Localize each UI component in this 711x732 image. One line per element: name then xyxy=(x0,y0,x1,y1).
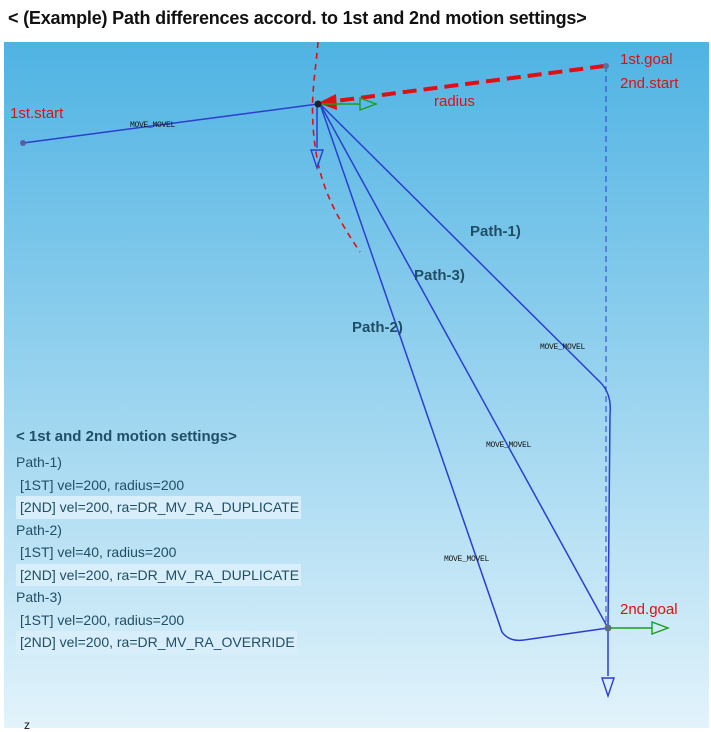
settings-title: < 1st and 2nd motion settings> xyxy=(16,428,237,445)
settings-path1-first: [1ST] vel=200, radius=200 xyxy=(20,476,185,493)
path-3-label: Path-3) xyxy=(414,267,465,284)
diagram-svg xyxy=(4,42,709,728)
move-label-first: MOVE_MOVEL xyxy=(130,121,176,130)
first-motion-line xyxy=(22,103,319,144)
second-start-label: 2nd.start xyxy=(620,75,679,92)
move-label-path1: MOVE_MOVEL xyxy=(540,343,586,352)
path-1-label: Path-1) xyxy=(470,223,521,240)
second-goal-point xyxy=(604,624,612,632)
axis-z-mark: z xyxy=(24,718,30,732)
first-goal-label: 1st.goal xyxy=(620,51,673,68)
move-label-path2: MOVE_MOVEL xyxy=(444,555,490,564)
move-label-path3: MOVE_MOVEL xyxy=(486,441,532,450)
goal-z-arrowhead xyxy=(601,677,615,699)
path-2-label: Path-2) xyxy=(352,319,403,336)
path-1-line xyxy=(319,103,612,629)
settings-path2-first: [1ST] vel=40, radius=200 xyxy=(20,544,177,560)
via-z-arrowhead xyxy=(310,149,324,171)
first-start-label: 1st.start xyxy=(10,105,64,122)
path-3-line xyxy=(319,103,609,629)
sky-background xyxy=(4,42,709,728)
settings-path2-second: [2ND] vel=200, ra=DR_MV_RA_DUPLICATE xyxy=(16,563,302,586)
via-point xyxy=(314,100,322,108)
goal-x-arrowhead xyxy=(651,620,670,636)
motion-settings-panel: < 1st and 2nd motion settings> Path-1) [… xyxy=(16,428,302,654)
radius-arrowhead xyxy=(318,94,337,110)
settings-path3-name: Path-3) xyxy=(16,589,62,605)
settings-path1-name: Path-1) xyxy=(16,454,62,470)
page-title: < (Example) Path differences accord. to … xyxy=(8,8,587,28)
second-goal-label: 2nd.goal xyxy=(620,601,678,618)
radius-arc xyxy=(311,42,361,253)
settings-path2-name: Path-2) xyxy=(16,521,62,538)
path-diagram: 1st.start 1st.goal 2nd.start 2nd.goal ra… xyxy=(4,42,709,728)
radius-arrow-line xyxy=(327,64,605,104)
via-x-arrowhead xyxy=(359,96,378,112)
settings-path3-first: [1ST] vel=200, radius=200 xyxy=(20,611,185,628)
settings-path3-second: [2ND] vel=200, ra=DR_MV_RA_OVERRIDE xyxy=(16,631,297,654)
first-goal-point xyxy=(603,63,609,69)
first-start-point xyxy=(20,140,26,146)
radius-label: radius xyxy=(434,93,475,110)
settings-path1-second: [2ND] vel=200, ra=DR_MV_RA_DUPLICATE xyxy=(16,496,302,519)
path-2-line xyxy=(319,103,609,642)
